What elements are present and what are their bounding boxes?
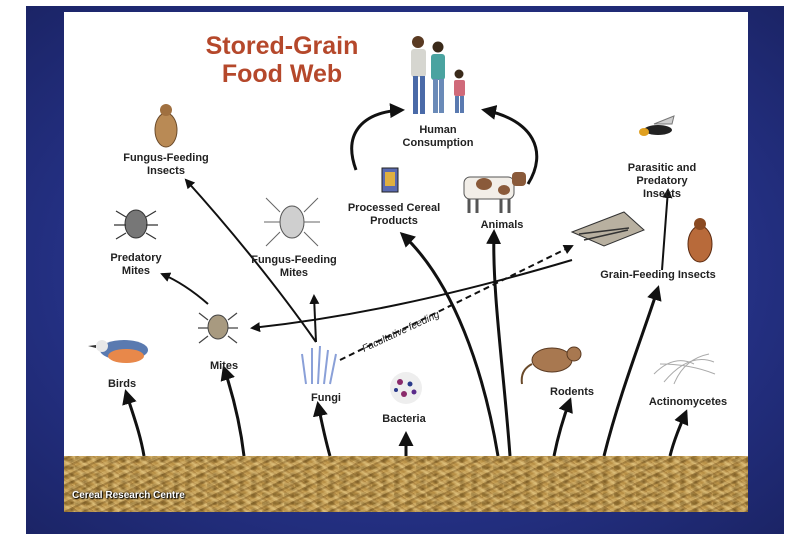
food-web-card: Stored-Grain Food Web Cereal Research Ce…	[64, 12, 748, 512]
label-birds: Birds	[107, 378, 137, 390]
arrow-fungi-to-grain-insects-facultative	[339, 245, 574, 361]
arrow-grain-to-grain-insects	[602, 285, 662, 457]
credit-text: Cereal Research Centre	[72, 490, 185, 501]
arrow-grain-to-animals	[486, 229, 512, 457]
arrow-grain-insects-to-parasitic	[661, 188, 673, 271]
arrow-grain-insects-to-mites	[250, 259, 573, 333]
label-grain-feeding-insects: Grain-Feeding Insects	[600, 269, 716, 281]
bird-illustration	[88, 340, 148, 363]
processed-cereal-box-illustration	[381, 167, 399, 193]
title-line-2: Food Web	[221, 60, 343, 88]
arrows	[122, 103, 689, 457]
mite-illustration	[198, 312, 238, 344]
arrow-grain-to-processed	[399, 231, 500, 457]
family-illustration	[411, 36, 465, 114]
arrow-grain-to-actinomycetes	[668, 409, 689, 457]
grain-beetle-illustration	[687, 218, 713, 263]
arrow-fungi-to-fungus-insects	[184, 178, 317, 343]
label-animals: Animals	[480, 219, 524, 231]
cow-illustration	[463, 172, 526, 213]
label-actinomycetes: Actinomycetes	[648, 396, 728, 408]
grain-bed-photo	[64, 456, 748, 512]
arrow-grain-to-birds	[122, 389, 146, 457]
label-fungi: Fungi	[311, 392, 341, 404]
fungus-feeding-mite-illustration	[264, 197, 320, 247]
moth-illustration	[570, 211, 645, 247]
arrow-processed-to-human	[350, 103, 405, 171]
rodent-illustration	[520, 346, 582, 385]
arrow-animals-to-human	[481, 105, 539, 185]
arrow-grain-to-rodents	[552, 397, 573, 457]
predatory-mite-illustration	[114, 209, 158, 240]
fungi-illustration	[301, 345, 337, 385]
arrow-grain-to-mites	[220, 365, 246, 457]
arrow-fungi-to-fungus-mites	[309, 294, 320, 343]
arrow-grain-to-fungi	[312, 401, 332, 457]
bacteria-illustration	[390, 372, 422, 404]
food-web-diagram: Facultative feeding	[88, 36, 716, 457]
title-line-1: Stored-Grain	[205, 32, 359, 60]
label-mites: Mites	[209, 360, 239, 372]
fungus-feeding-insect-illustration	[154, 104, 178, 148]
actinomycetes-illustration	[653, 353, 716, 385]
label-rodents: Rodents	[550, 386, 594, 398]
label-bacteria: Bacteria	[382, 413, 426, 425]
arrow-mites-to-predatory-mites	[160, 272, 209, 305]
wasp-illustration	[639, 115, 675, 136]
facultative-feeding-label: Facultative feeding	[361, 309, 442, 355]
